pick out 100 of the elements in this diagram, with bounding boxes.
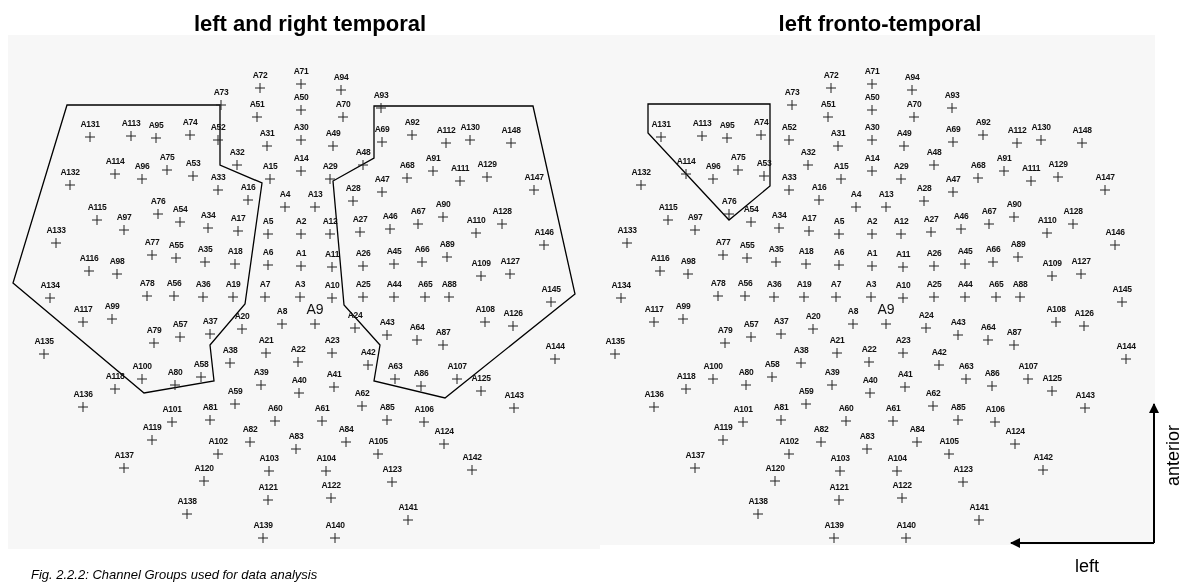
channel-label: A40 <box>862 376 878 385</box>
channel-label: A50 <box>864 93 880 102</box>
channel-label: A99 <box>675 302 691 311</box>
channel-label: A57 <box>743 320 759 329</box>
channel-label: A19 <box>796 280 812 289</box>
channel-label: A7 <box>259 280 271 289</box>
channel-label: A89 <box>439 240 455 249</box>
channel-label: A67 <box>981 207 997 216</box>
channel-label: A10 <box>895 281 911 290</box>
channel-label: A45 <box>957 247 973 256</box>
channel-label: A110 <box>1037 216 1057 225</box>
channel-label: A3 <box>865 280 877 289</box>
channel-label: A101 <box>162 405 182 414</box>
channel-label: A83 <box>288 432 304 441</box>
channel-label: A107 <box>1018 362 1038 371</box>
channel-label: A8 <box>847 307 859 316</box>
channel-label: A78 <box>710 279 726 288</box>
channel-label: A37 <box>202 317 218 326</box>
channel-label: A139 <box>824 521 844 530</box>
channel-label: A24 <box>918 311 934 320</box>
channel-label: A23 <box>324 336 340 345</box>
channel-label: A85 <box>379 403 395 412</box>
channel-label: A112 <box>1007 126 1027 135</box>
channel-label: A30 <box>864 123 880 132</box>
channel-label: A70 <box>335 100 351 109</box>
channel-label: A58 <box>764 360 780 369</box>
channel-label: A35 <box>197 245 213 254</box>
channel-label: A9 <box>306 302 324 316</box>
channel-label: A95 <box>148 121 164 130</box>
channel-label: A43 <box>950 318 966 327</box>
channel-label: A142 <box>1033 453 1053 462</box>
channel-label: A126 <box>503 309 523 318</box>
channel-label: A100 <box>703 362 723 371</box>
channel-label: A112 <box>436 126 456 135</box>
channel-label: A102 <box>208 437 228 446</box>
channel-label: A7 <box>830 280 842 289</box>
channel-label: A77 <box>144 238 160 247</box>
channel-label: A46 <box>382 212 398 221</box>
channel-label: A93 <box>944 91 960 100</box>
channel-label: A32 <box>800 148 816 157</box>
channel-label: A129 <box>477 160 497 169</box>
channel-label: A84 <box>338 425 354 434</box>
channel-label: A80 <box>738 368 754 377</box>
channel-label: A28 <box>916 184 932 193</box>
channel-label: A81 <box>202 403 218 412</box>
channel-label: A131 <box>651 120 671 129</box>
panel-title: left and right temporal <box>193 12 427 36</box>
channel-label: A113 <box>121 119 141 128</box>
channel-label: A120 <box>765 464 785 473</box>
channel-label: A33 <box>210 173 226 182</box>
channel-label: A65 <box>417 280 433 289</box>
channel-label: A67 <box>410 207 426 216</box>
channel-label: A22 <box>290 345 306 354</box>
channel-label: A120 <box>194 464 214 473</box>
channel-label: A104 <box>316 454 336 463</box>
channel-label: A53 <box>185 159 201 168</box>
channel-label: A93 <box>373 91 389 100</box>
axis-label: left <box>1075 556 1099 577</box>
channel-label: A130 <box>1031 123 1051 132</box>
channel-label: A115 <box>658 203 678 212</box>
channel-label: A62 <box>354 389 370 398</box>
channel-label: A121 <box>829 483 849 492</box>
panel-title: left fronto-temporal <box>778 12 982 36</box>
channel-label: A137 <box>685 451 705 460</box>
channel-label: A144 <box>1116 342 1136 351</box>
channel-label: A75 <box>730 153 746 162</box>
channel-label: A69 <box>374 125 390 134</box>
channel-label: A42 <box>360 348 376 357</box>
channel-label: A146 <box>1105 228 1125 237</box>
channel-label: A20 <box>805 312 821 321</box>
channel-label: A74 <box>753 118 769 127</box>
channel-label: A128 <box>1063 207 1083 216</box>
channel-label: A119 <box>142 423 162 432</box>
channel-label: A15 <box>262 162 278 171</box>
channel-label: A65 <box>988 280 1004 289</box>
channel-label: A79 <box>717 326 733 335</box>
channel-label: A105 <box>368 437 388 446</box>
channel-label: A89 <box>1010 240 1026 249</box>
channel-label: A57 <box>172 320 188 329</box>
channel-label: A14 <box>864 154 880 163</box>
channel-label: A138 <box>177 497 197 506</box>
channel-label: A119 <box>713 423 733 432</box>
channel-label: A135 <box>34 337 54 346</box>
channel-label: A61 <box>885 404 901 413</box>
channel-label: A5 <box>262 217 274 226</box>
channel-label: A5 <box>833 217 845 226</box>
channel-label: A95 <box>719 121 735 130</box>
channel-label: A20 <box>234 312 250 321</box>
channel-label: A98 <box>109 257 125 266</box>
channel-label: A21 <box>258 336 274 345</box>
channel-label: A28 <box>345 184 361 193</box>
channel-label: A109 <box>1042 259 1062 268</box>
channel-label: A132 <box>60 168 80 177</box>
channel-label: A25 <box>926 280 942 289</box>
channel-label: A103 <box>259 454 279 463</box>
channel-label: A104 <box>887 454 907 463</box>
channel-label: A72 <box>823 71 839 80</box>
channel-label: A121 <box>258 483 278 492</box>
channel-label: A40 <box>291 376 307 385</box>
channel-label: A82 <box>813 425 829 434</box>
